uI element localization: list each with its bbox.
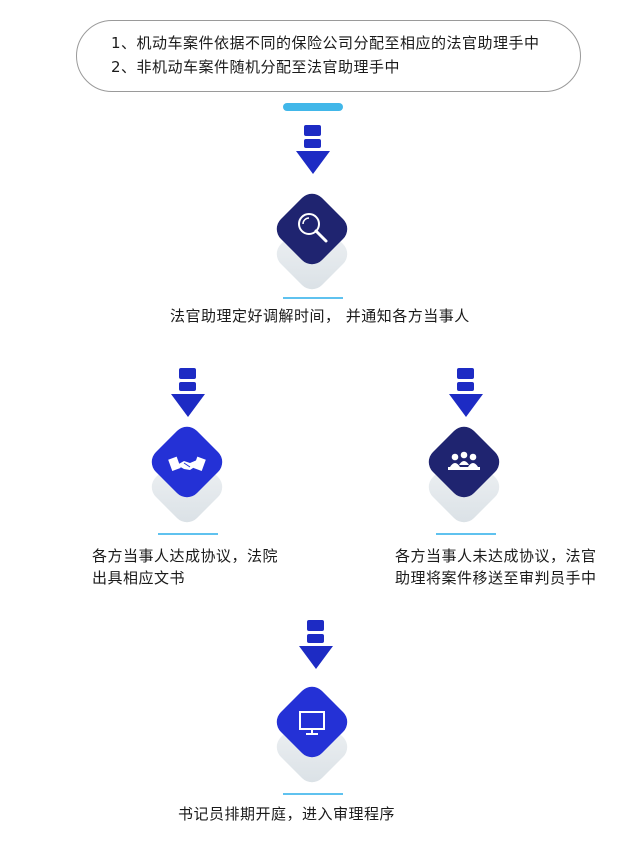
agree-caption-line-1: 各方当事人达成协议，法院 <box>92 547 279 565</box>
separator-line <box>158 533 218 535</box>
intro-box: 1、机动车案件依据不同的保险公司分配至相应的法官助理手中 2、非机动车案件随机分… <box>76 20 581 92</box>
disagree-caption-line-2: 助理将案件移送至审判员手中 <box>395 569 597 587</box>
separator-line <box>436 533 496 535</box>
separator-line <box>283 297 343 299</box>
trial-step-icon-group <box>268 680 368 789</box>
trial-caption: 书记员排期开庭，进入审理程序 <box>178 805 396 823</box>
disagree-step-icon-group <box>420 420 520 529</box>
schedule-step-icon-group <box>268 187 368 296</box>
meeting-people-icon <box>448 451 480 470</box>
intro-line-2: 2、非机动车案件随机分配至法官助理手中 <box>111 58 401 76</box>
intro-line-1: 1、机动车案件依据不同的保险公司分配至相应的法官助理手中 <box>111 34 540 52</box>
down-arrow-icon <box>296 125 330 177</box>
down-arrow-icon <box>449 368 483 420</box>
handshake-icon <box>168 456 206 472</box>
agree-caption-line-2: 出具相应文书 <box>92 569 186 587</box>
magnifier-icon <box>298 213 328 243</box>
accent-bar <box>283 103 343 111</box>
down-arrow-icon <box>171 368 205 420</box>
monitor-icon <box>299 711 325 735</box>
agree-step-icon-group <box>143 420 243 529</box>
down-arrow-icon <box>299 620 333 672</box>
schedule-caption: 法官助理定好调解时间， 并通知各方当事人 <box>170 307 470 325</box>
separator-line <box>283 793 343 795</box>
disagree-caption-line-1: 各方当事人未达成协议，法官 <box>395 547 597 565</box>
